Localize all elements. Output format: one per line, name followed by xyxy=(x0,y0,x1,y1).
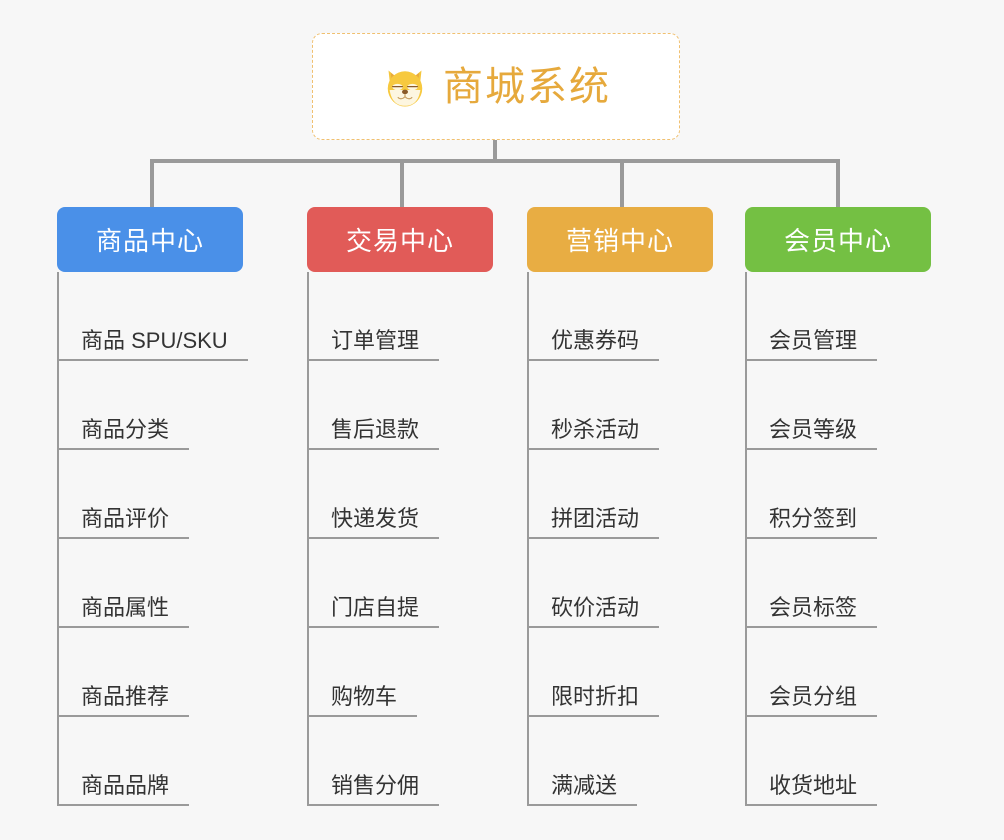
list-item[interactable]: 商品属性 xyxy=(59,539,274,628)
branch-header-member-center[interactable]: 会员中心 xyxy=(745,207,931,272)
leaf-label: 商品品牌 xyxy=(59,773,190,806)
leaf-label: 拼团活动 xyxy=(529,506,660,539)
root-node[interactable]: 商城系统 xyxy=(312,33,680,140)
connector-drop-1 xyxy=(150,159,154,207)
list-item[interactable]: 订单管理 xyxy=(309,272,524,361)
connector-drop-3 xyxy=(620,159,624,207)
list-item[interactable]: 砍价活动 xyxy=(529,539,744,628)
branch-header-marketing-center[interactable]: 营销中心 xyxy=(527,207,713,272)
leaf-list-4: 会员管理 会员等级 积分签到 会员标签 会员分组 收货地址 xyxy=(745,272,962,806)
branch-header-product-center[interactable]: 商品中心 xyxy=(57,207,243,272)
list-item[interactable]: 优惠券码 xyxy=(529,272,744,361)
connector-bus-horizontal xyxy=(150,159,840,163)
list-item[interactable]: 限时折扣 xyxy=(529,628,744,717)
leaf-label: 满减送 xyxy=(529,773,638,806)
list-item[interactable]: 商品分类 xyxy=(59,361,274,450)
list-item[interactable]: 秒杀活动 xyxy=(529,361,744,450)
branch-column-1: 商品中心 商品 SPU/SKU 商品分类 商品评价 商品属性 商品推荐 商品品牌 xyxy=(57,207,274,806)
leaf-label: 订单管理 xyxy=(309,328,440,361)
leaf-label: 会员标签 xyxy=(747,595,878,628)
branch-header-label: 会员中心 xyxy=(783,226,892,256)
list-item[interactable]: 会员分组 xyxy=(747,628,962,717)
list-item[interactable]: 拼团活动 xyxy=(529,450,744,539)
leaf-label: 会员等级 xyxy=(747,417,878,450)
shiba-dog-icon xyxy=(387,70,423,106)
connector-trunk-vertical xyxy=(493,140,497,162)
branch-header-label: 商品中心 xyxy=(95,226,204,256)
leaf-list-1: 商品 SPU/SKU 商品分类 商品评价 商品属性 商品推荐 商品品牌 xyxy=(57,272,274,806)
leaf-label: 积分签到 xyxy=(747,506,878,539)
leaf-label: 商品推荐 xyxy=(59,684,190,717)
leaf-label: 购物车 xyxy=(309,684,418,717)
list-item[interactable]: 快递发货 xyxy=(309,450,524,539)
leaf-label: 会员分组 xyxy=(747,684,878,717)
leaf-label: 秒杀活动 xyxy=(529,417,660,450)
leaf-label: 快递发货 xyxy=(309,506,440,539)
list-item[interactable]: 商品推荐 xyxy=(59,628,274,717)
connector-drop-4 xyxy=(836,159,840,207)
list-item[interactable]: 购物车 xyxy=(309,628,524,717)
list-item[interactable]: 积分签到 xyxy=(747,450,962,539)
branch-header-label: 营销中心 xyxy=(565,226,674,256)
leaf-list-2: 订单管理 售后退款 快递发货 门店自提 购物车 销售分佣 xyxy=(307,272,524,806)
list-item[interactable]: 商品评价 xyxy=(59,450,274,539)
leaf-label: 商品评价 xyxy=(59,506,190,539)
branch-column-4: 会员中心 会员管理 会员等级 积分签到 会员标签 会员分组 收货地址 xyxy=(745,207,962,806)
list-item[interactable]: 商品 SPU/SKU xyxy=(59,272,274,361)
branch-header-label: 交易中心 xyxy=(345,226,454,256)
list-item[interactable]: 会员等级 xyxy=(747,361,962,450)
leaf-label: 商品分类 xyxy=(59,417,190,450)
leaf-list-3: 优惠券码 秒杀活动 拼团活动 砍价活动 限时折扣 满减送 xyxy=(527,272,744,806)
list-item[interactable]: 门店自提 xyxy=(309,539,524,628)
leaf-label: 优惠券码 xyxy=(529,328,660,361)
leaf-label: 门店自提 xyxy=(309,595,440,628)
list-item[interactable]: 销售分佣 xyxy=(309,717,524,806)
list-item[interactable]: 售后退款 xyxy=(309,361,524,450)
leaf-label: 商品 SPU/SKU xyxy=(59,328,248,361)
root-title: 商城系统 xyxy=(443,64,611,109)
branch-header-trade-center[interactable]: 交易中心 xyxy=(307,207,493,272)
leaf-label: 销售分佣 xyxy=(309,773,440,806)
leaf-label: 砍价活动 xyxy=(529,595,660,628)
leaf-label: 限时折扣 xyxy=(529,684,660,717)
leaf-label: 会员管理 xyxy=(747,328,878,361)
list-item[interactable]: 商品品牌 xyxy=(59,717,274,806)
leaf-label: 售后退款 xyxy=(309,417,440,450)
leaf-label: 收货地址 xyxy=(747,773,878,806)
list-item[interactable]: 会员标签 xyxy=(747,539,962,628)
connector-drop-2 xyxy=(400,159,404,207)
branch-column-2: 交易中心 订单管理 售后退款 快递发货 门店自提 购物车 销售分佣 xyxy=(307,207,524,806)
list-item[interactable]: 满减送 xyxy=(529,717,744,806)
list-item[interactable]: 收货地址 xyxy=(747,717,962,806)
branch-column-3: 营销中心 优惠券码 秒杀活动 拼团活动 砍价活动 限时折扣 满减送 xyxy=(527,207,744,806)
list-item[interactable]: 会员管理 xyxy=(747,272,962,361)
leaf-label: 商品属性 xyxy=(59,595,190,628)
